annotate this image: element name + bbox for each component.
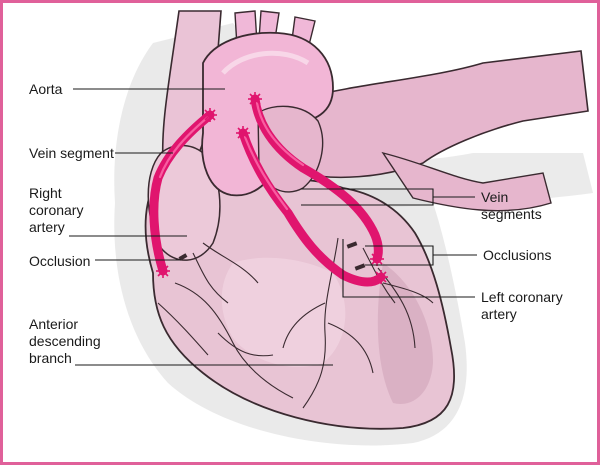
label-vein-segments-line-1: Vein [481, 189, 509, 205]
left-coronary-leader [342, 239, 475, 298]
label-right-coronary-artery: Right coronary artery [29, 185, 83, 236]
label-occlusions: Occlusions [483, 247, 552, 263]
label-occlusion: Occlusion [29, 253, 91, 269]
label-vein-segment: Vein segment [29, 145, 114, 161]
label-right-coronary-line-2: coronary [29, 202, 84, 218]
label-anterior-line-1: Anterior [29, 316, 79, 332]
label-right-coronary-line-3: artery [29, 219, 65, 235]
occlusion-marks [178, 241, 366, 271]
label-anterior-line-3: branch [29, 350, 72, 366]
ventricle-highlight [221, 257, 346, 367]
label-vein-segments-line-2: segments [481, 206, 542, 222]
label-anterior-line-2: descending [29, 333, 101, 349]
graft-highlights [158, 101, 305, 211]
heart-illustration [69, 10, 593, 446]
anastomosis-sites [156, 92, 388, 284]
lower-right-vessel [381, 151, 552, 212]
leader-lines [69, 88, 477, 366]
label-left-coronary-line-2: artery [481, 306, 517, 322]
label-right-coronary-line-1: Right [29, 185, 62, 201]
label-left-coronary-artery: Left coronary artery [481, 289, 563, 323]
pulmonary-vessel [302, 50, 589, 179]
right-atrium [147, 144, 221, 261]
label-anterior-descending-branch: Anterior descending branch [29, 316, 101, 367]
label-left-coronary-line-1: Left coronary [481, 289, 563, 305]
label-vein-segments: Vein segments [481, 189, 542, 223]
label-aorta: Aorta [29, 81, 63, 97]
aortic-arch-highlight [221, 50, 310, 75]
vein-graft-middle [238, 128, 386, 287]
